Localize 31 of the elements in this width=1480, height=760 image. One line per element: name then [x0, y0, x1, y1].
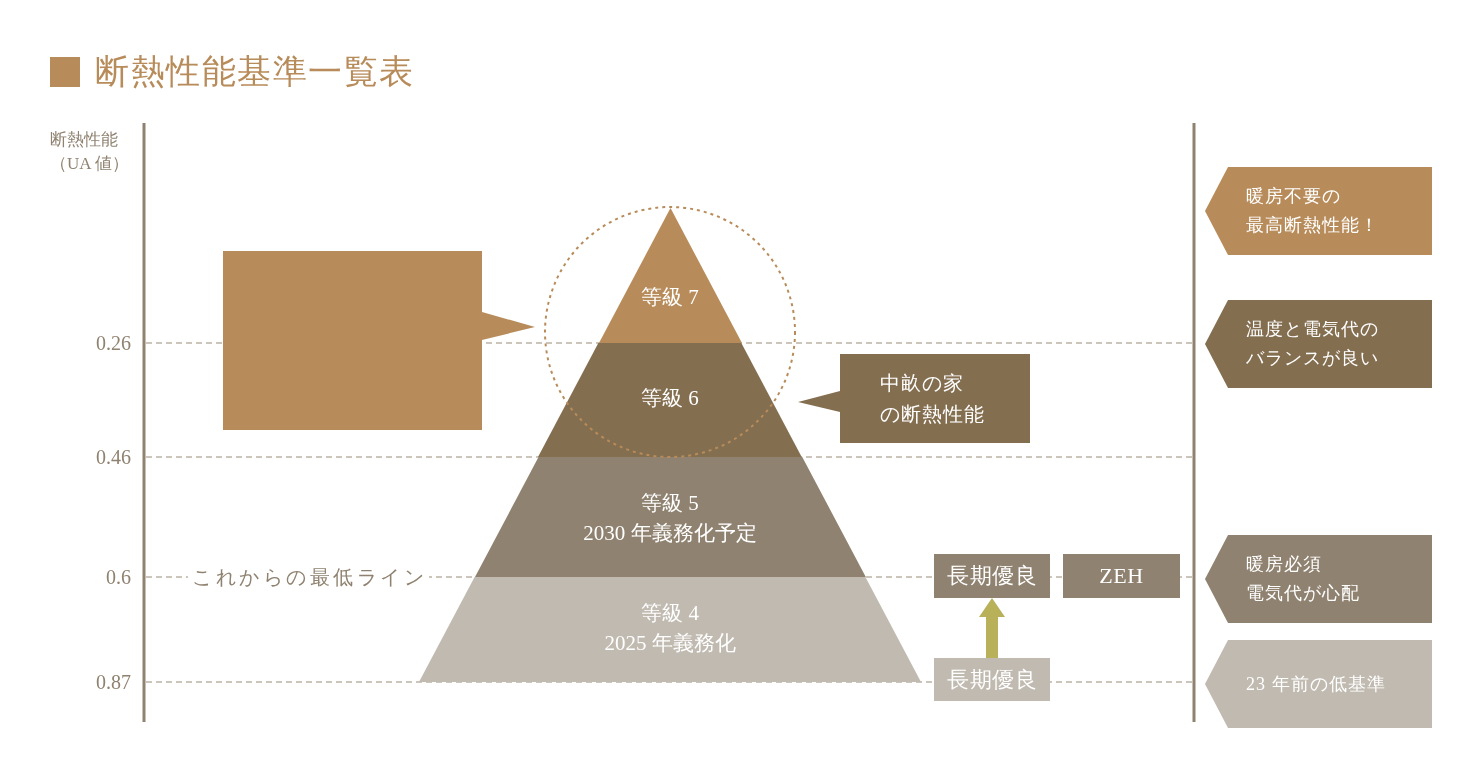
tag-text: 暖房不要の最高断熱性能！ [1246, 185, 1379, 237]
certification-tag: 長期優良 [934, 554, 1050, 598]
tag-text: 温度と電気代のバランスが良い [1246, 318, 1379, 370]
pointer-tag [1205, 300, 1432, 388]
pyramid-tier [474, 457, 866, 577]
pyramid-tier [538, 343, 802, 457]
grade-label: 等級 4 [641, 600, 699, 627]
pointer-tag [1205, 535, 1432, 623]
axis-title: 断熱性能（UA 値） [50, 129, 129, 175]
certification-tag: ZEH [1063, 554, 1180, 598]
grade-label: 等級 7 [641, 284, 699, 311]
axis-tick-label: 0.26 [96, 331, 131, 355]
tag-text: 23 年前の低基準 [1246, 672, 1386, 696]
speech-bubble [798, 354, 1030, 443]
pyramid-tier [598, 208, 742, 343]
line-annotation: これからの最低ライン [188, 565, 429, 589]
grade-label: 等級 5 [641, 490, 699, 517]
grade-label: 等級 6 [641, 385, 699, 412]
tag-text: 暖房必須電気代が心配 [1246, 553, 1360, 605]
pointer-tag [1205, 167, 1432, 255]
certification-tag: 長期優良 [934, 658, 1050, 701]
grade-note: 2030 年義務化予定 [583, 520, 757, 547]
axis-tick-label: 0.87 [96, 670, 131, 694]
axis-tick-label: 0.6 [106, 565, 131, 589]
diagram-title: 断熱性能基準一覧表 [95, 52, 415, 92]
callout-text: 中畝の家の断熱性能 [880, 370, 985, 427]
speech-bubble [223, 251, 535, 430]
grade-note: 2025 年義務化 [604, 630, 736, 657]
arrow [979, 598, 1005, 658]
pointer-tag [1205, 640, 1432, 728]
axis-tick-label: 0.46 [96, 445, 131, 469]
